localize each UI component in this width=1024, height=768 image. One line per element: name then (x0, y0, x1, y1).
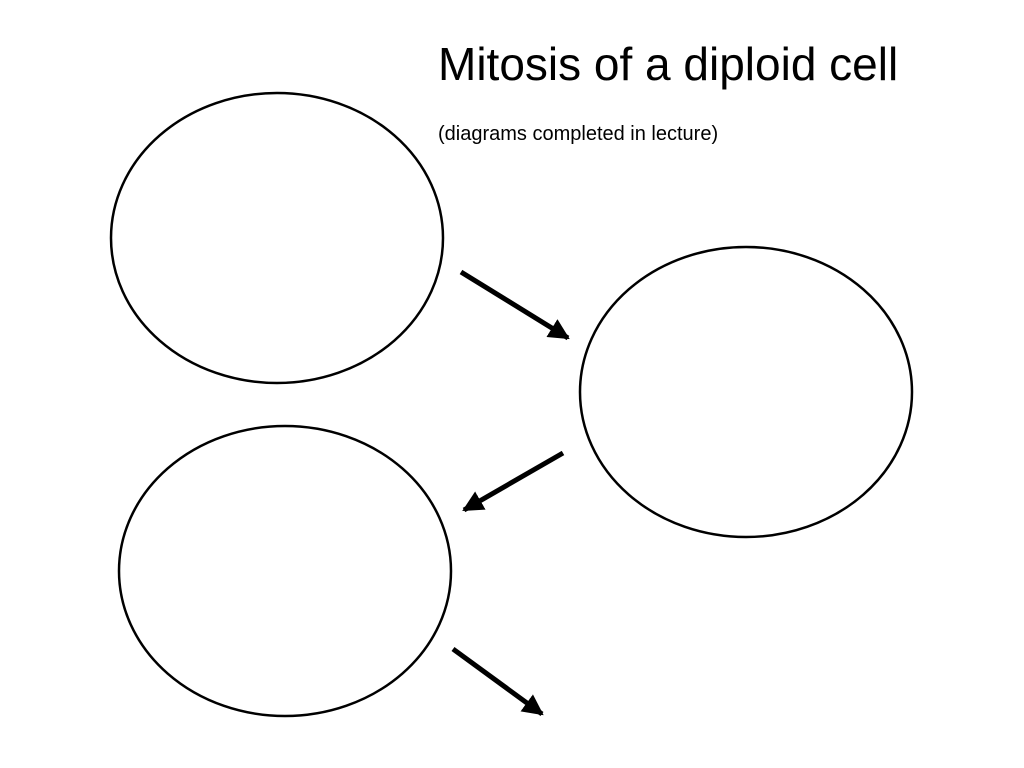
slide-title: Mitosis of a diploid cell (438, 38, 899, 90)
slide-subtitle: (diagrams completed in lecture) (438, 123, 719, 145)
lower-cell-circle (117, 424, 453, 718)
parent-cell-circle (109, 91, 445, 385)
middle-cell-circle (578, 245, 914, 539)
arrow-parent-to-middle (459, 269, 570, 341)
arrow-lower-to-next (451, 646, 544, 717)
arrow-middle-to-lower (462, 450, 565, 513)
